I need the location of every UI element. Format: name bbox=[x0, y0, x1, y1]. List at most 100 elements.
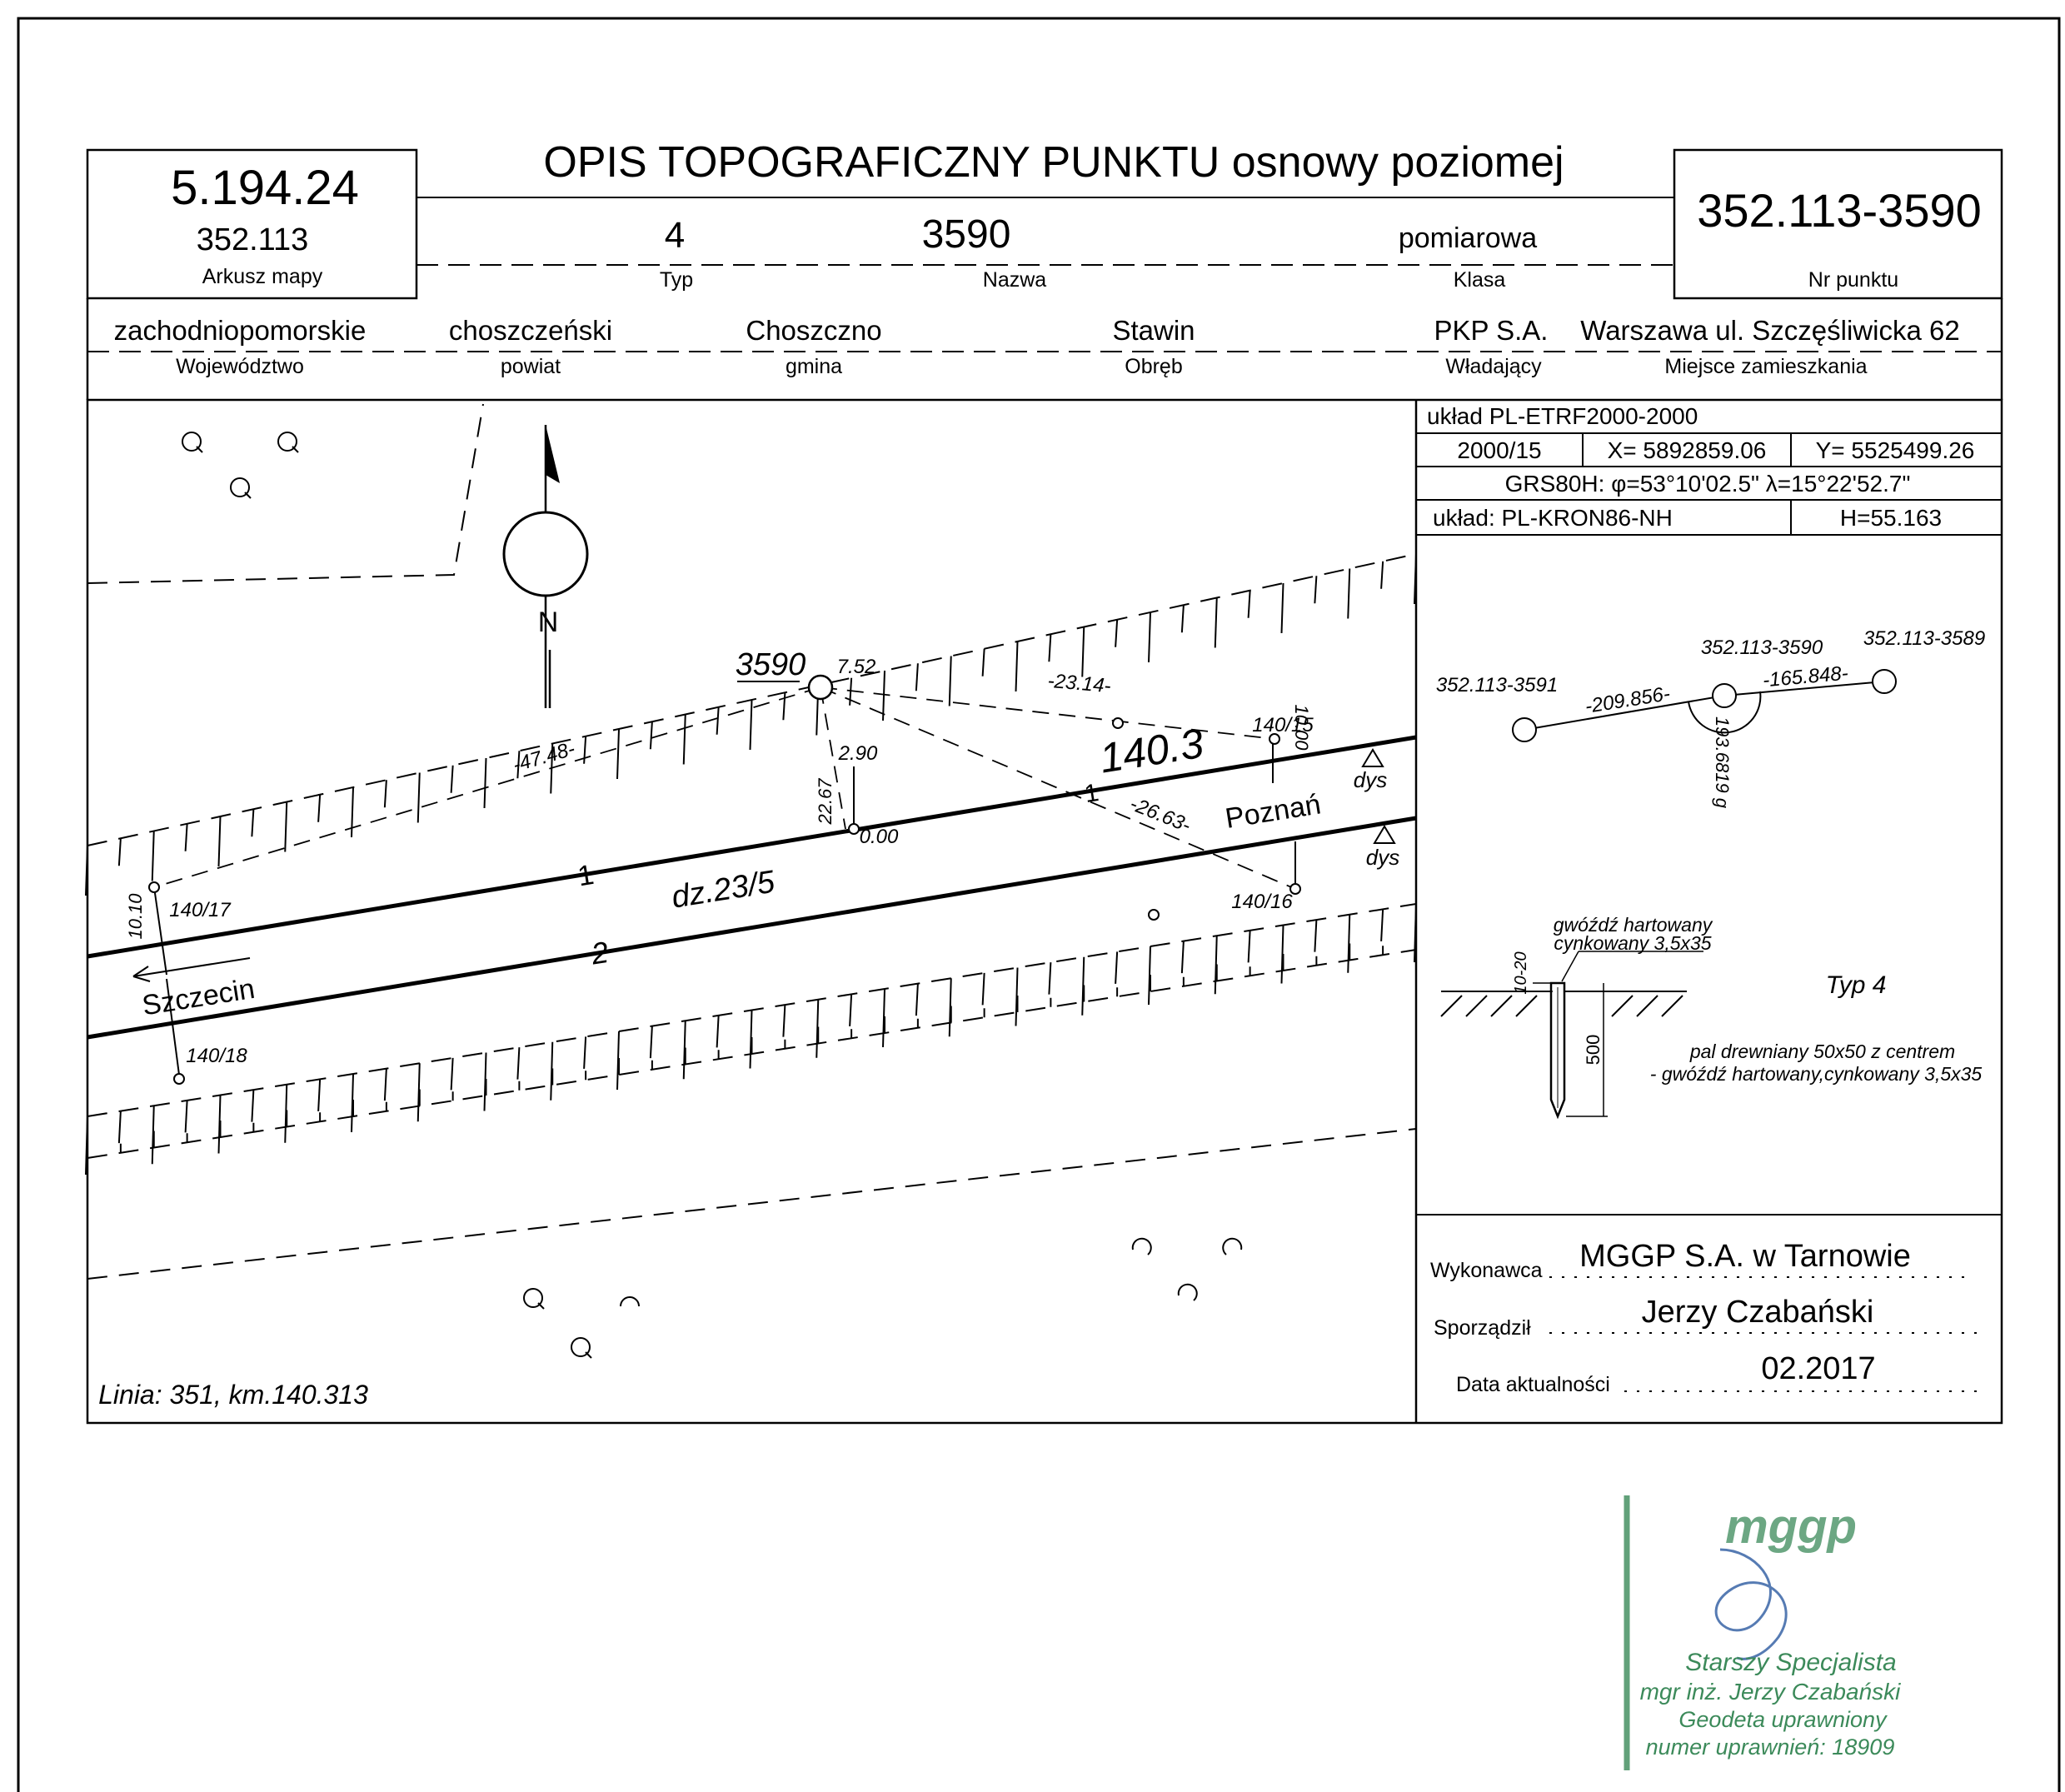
pile-description-line1: pal drewniany 50x50 z centrem bbox=[1689, 1041, 1955, 1062]
pile-depth: 500 bbox=[1583, 1035, 1604, 1066]
line-info: Linia: 351, km.140.313 bbox=[98, 1380, 368, 1410]
slope-tick bbox=[981, 972, 985, 1006]
dist-290: 2.90 bbox=[838, 742, 878, 765]
track-1-label-east: 1 bbox=[1083, 779, 1101, 808]
commune-label: gmina bbox=[786, 355, 842, 378]
track-2 bbox=[87, 816, 1417, 1040]
dys-label-1: dys bbox=[1354, 767, 1387, 792]
owner-label: Władający bbox=[1445, 355, 1542, 378]
name-label: Nazwa bbox=[983, 268, 1047, 292]
address-label: Miejsce zamieszkania bbox=[1664, 355, 1867, 378]
slope-tick bbox=[450, 765, 454, 793]
slope-tick bbox=[251, 1090, 255, 1122]
network-label-3591: 352.113-3591 bbox=[1436, 674, 1558, 696]
author-label: Sporządził bbox=[1434, 1316, 1531, 1340]
slope-tick bbox=[184, 1100, 188, 1133]
stamp-logo: mggp bbox=[1725, 1500, 1857, 1554]
slope-tick bbox=[483, 757, 487, 809]
slope-tick bbox=[948, 978, 952, 1037]
coord-y: Y= 5525499.26 bbox=[1816, 437, 1975, 463]
slope-tick bbox=[516, 1047, 521, 1080]
slope-tick bbox=[1180, 941, 1185, 974]
track-1-label: 1 bbox=[576, 859, 596, 892]
slope-tick bbox=[1214, 597, 1218, 648]
network-angle: 193.6819 g bbox=[1712, 716, 1733, 809]
slope-tick bbox=[516, 751, 521, 779]
slope-tick bbox=[1015, 641, 1019, 692]
network-point-3591 bbox=[1512, 717, 1537, 742]
slope-tick bbox=[1048, 962, 1052, 995]
slope-tick bbox=[1214, 936, 1218, 995]
dist-752: 7.52 bbox=[837, 656, 876, 678]
dist-1000: 10.00 bbox=[1291, 704, 1312, 751]
slope-tick bbox=[1380, 561, 1384, 589]
slope-tick bbox=[217, 816, 222, 867]
voivodeship-label: Województwo bbox=[176, 355, 304, 378]
type-detail-label: Typ 4 bbox=[1826, 971, 1887, 999]
slope-tick bbox=[649, 721, 653, 750]
control-point-3590 bbox=[807, 674, 834, 701]
slope-tick bbox=[284, 801, 288, 852]
slope-tick bbox=[383, 780, 387, 808]
lower-embankment bbox=[85, 903, 1417, 1176]
slope-tick bbox=[450, 1057, 454, 1091]
slope-tick bbox=[117, 838, 122, 866]
control-network-sketch: 352.113-3591 352.113-3590 352.113-3589 -… bbox=[1436, 627, 1985, 809]
slope-tick bbox=[616, 1031, 620, 1091]
slope-tick bbox=[583, 1036, 587, 1069]
county: choszczeński bbox=[449, 315, 612, 346]
slope-tick bbox=[151, 831, 155, 881]
network-point-3590 bbox=[1712, 683, 1737, 708]
railway-boundary bbox=[87, 1128, 1417, 1280]
slope-tick bbox=[1081, 956, 1085, 1016]
slope-tick bbox=[1015, 967, 1019, 1026]
surveyor-stamp: mggp Starszy Specjalista mgr inż. Jerzy … bbox=[1624, 1495, 1901, 1770]
pile-description-line2: - gwóźdź hartowany,cynkowany 3,5x35 bbox=[1650, 1063, 1983, 1085]
lower-embankment-base bbox=[87, 933, 1417, 1159]
slope-tick bbox=[1414, 903, 1417, 963]
author: Jerzy Czabański bbox=[1642, 1295, 1874, 1330]
dist-2314: -23.14- bbox=[1047, 670, 1112, 698]
type-detail: gwóźdź hartowany cynkowany 3,5x35 10-20 … bbox=[1440, 914, 1983, 1120]
slope-tick bbox=[416, 1063, 421, 1122]
dist-4748: -47.48- bbox=[511, 737, 578, 776]
slope-tick bbox=[1414, 553, 1417, 605]
contractor: MGGP S.A. w Tarnowie bbox=[1579, 1239, 1911, 1274]
slope-tick bbox=[284, 1084, 288, 1143]
nail-label-line2: cynkowany 3,5x35 bbox=[1554, 932, 1711, 954]
map-sheet-box bbox=[86, 148, 418, 300]
slope-tick bbox=[782, 692, 786, 721]
slope-tick bbox=[716, 706, 720, 735]
km-140-15: 140/15 bbox=[1252, 714, 1314, 736]
dist-2663: -26.63- bbox=[1126, 792, 1194, 837]
slope-tick bbox=[1247, 930, 1251, 963]
slope-tick bbox=[85, 1116, 88, 1176]
slope-tick bbox=[1048, 634, 1052, 662]
map-sheet-label: Arkusz mapy bbox=[202, 265, 323, 288]
slope-tick bbox=[217, 1095, 222, 1154]
class-label: Klasa bbox=[1454, 268, 1506, 292]
city-west-label: Szczecin bbox=[140, 973, 257, 1022]
slope-tick bbox=[184, 823, 188, 851]
point-number: 352.113-3590 bbox=[1697, 184, 1982, 237]
site-sketch: N 1 1 2 dz.23/5 140.3 bbox=[85, 403, 1417, 1410]
slope-tick bbox=[616, 728, 620, 780]
slope-tick bbox=[583, 736, 587, 764]
footer-block: Wykonawca MGGP S.A. w Tarnowie Sporządzi… bbox=[1430, 1239, 1978, 1396]
class-value: pomiarowa bbox=[1399, 222, 1537, 254]
slope-tick bbox=[483, 1052, 487, 1111]
slope-tick bbox=[383, 1068, 387, 1101]
dist-1010: 10.10 bbox=[125, 893, 146, 940]
nail-depth: 10-20 bbox=[1512, 951, 1530, 994]
point-number-label: Nr punktu bbox=[1808, 268, 1898, 292]
slope-tick bbox=[416, 772, 421, 823]
slope-tick bbox=[948, 656, 952, 706]
slope-tick bbox=[151, 1106, 155, 1165]
slope-tick bbox=[1081, 626, 1085, 677]
measurement-lines bbox=[153, 686, 1296, 890]
dist-000: 0.00 bbox=[860, 826, 899, 848]
nail-label-line1: gwóźdź hartowany bbox=[1554, 914, 1713, 936]
slope-tick bbox=[882, 988, 885, 1048]
network-point-3589 bbox=[1872, 669, 1897, 694]
slope-tick bbox=[915, 983, 919, 1016]
